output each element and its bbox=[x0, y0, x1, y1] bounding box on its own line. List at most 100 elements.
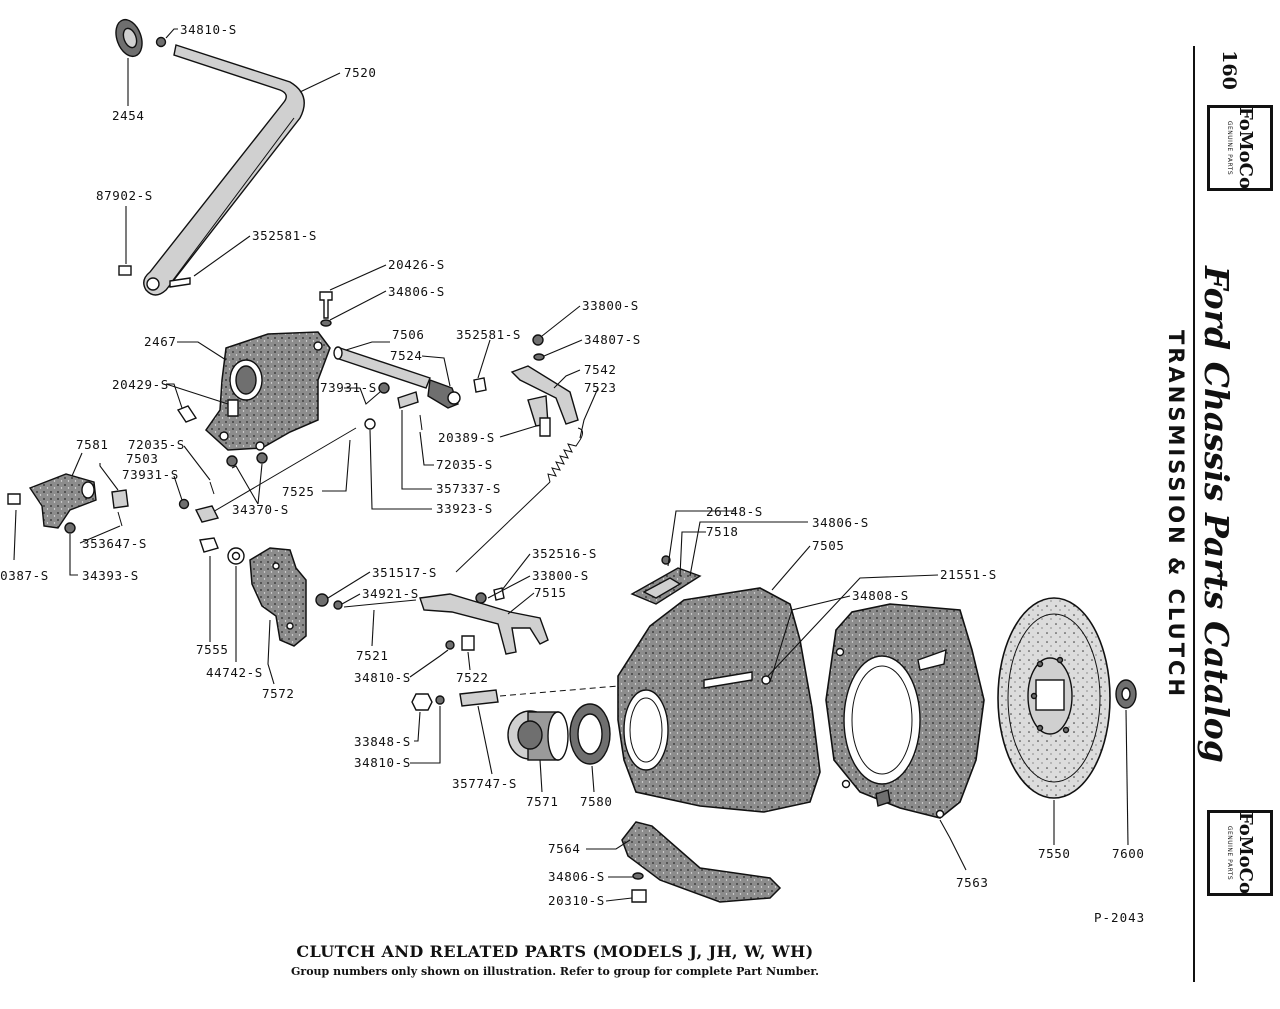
washer-34393-s bbox=[64, 522, 76, 534]
label-7580: 7580 bbox=[580, 794, 613, 809]
catalog-brand-title: Ford Chassis Parts Catalog bbox=[1197, 266, 1236, 763]
release-fork-7515 bbox=[419, 593, 549, 655]
washer-34806-s-lower bbox=[632, 872, 644, 880]
label-20310-s: 20310-S bbox=[548, 893, 605, 908]
pilot-bearing-7600 bbox=[1115, 679, 1137, 709]
clutch-housing-7505 bbox=[617, 587, 821, 813]
bolt-20310-s bbox=[631, 889, 647, 903]
label-21551-s: 21551-S bbox=[940, 567, 997, 582]
pin-73931-s-b bbox=[178, 498, 190, 510]
fomoco-logo-top: FoMoCo GENUINE PARTS bbox=[1207, 105, 1273, 191]
fomoco-logo-bottom: FoMoCo GENUINE PARTS bbox=[1207, 810, 1273, 896]
label-7520: 7520 bbox=[344, 65, 377, 80]
label-352516-s: 352516-S bbox=[532, 546, 597, 561]
label-7581: 7581 bbox=[76, 437, 109, 452]
inspection-pan-7564 bbox=[621, 821, 782, 903]
label-7542: 7542 bbox=[584, 362, 617, 377]
pin-73931-s-a bbox=[378, 382, 390, 394]
label-34393-s: 34393-S bbox=[82, 568, 139, 583]
washer-34921-s bbox=[333, 600, 343, 610]
stud-7555 bbox=[199, 537, 219, 553]
label-34807-s: 34807-S bbox=[584, 332, 641, 347]
cover-plate-7518 bbox=[630, 567, 702, 605]
label-7572: 7572 bbox=[262, 686, 295, 701]
bearing-hub-7571 bbox=[507, 710, 569, 761]
label-33848-s: 33848-S bbox=[354, 734, 411, 749]
spring-7523 bbox=[455, 427, 584, 573]
label-352581-s: 352581-S bbox=[456, 327, 521, 342]
screw-26148-s bbox=[661, 555, 671, 565]
label-7600: 7600 bbox=[1112, 846, 1145, 861]
page-divider-rule bbox=[1193, 46, 1195, 982]
label-20429-s: 20429-S bbox=[112, 377, 169, 392]
section-title: TRANSMISSION & CLUTCH bbox=[1164, 330, 1188, 700]
label-34921-s: 34921-S bbox=[362, 586, 419, 601]
label-351517-s: 351517-S bbox=[372, 565, 437, 580]
label-34808-s: 34808-S bbox=[852, 588, 909, 603]
stud-357747-s bbox=[459, 689, 499, 707]
label-26148-s: 26148-S bbox=[706, 504, 763, 519]
label-2467: 2467 bbox=[144, 334, 177, 349]
label-72035-s: 72035-S bbox=[128, 437, 185, 452]
label-20387-s: 20387-S bbox=[0, 568, 49, 583]
label-20426-s: 20426-S bbox=[388, 257, 445, 272]
bolt-352581-s-lower bbox=[169, 277, 191, 288]
label-34810-s: 34810-S bbox=[180, 22, 237, 37]
nut-33800-s-lower bbox=[475, 592, 487, 604]
release-rod-7525 bbox=[194, 427, 357, 523]
label-7515: 7515 bbox=[534, 585, 567, 600]
pedal-pad-2454 bbox=[115, 18, 143, 58]
label-7518: 7518 bbox=[706, 524, 739, 539]
label-33800-s: 33800-S bbox=[582, 298, 639, 313]
label-7524: 7524 bbox=[390, 348, 423, 363]
plate-code: P-2043 bbox=[1094, 910, 1146, 925]
washer-34810-s-lower bbox=[435, 695, 445, 705]
seal-351517-s bbox=[315, 593, 329, 607]
label-7550: 7550 bbox=[1038, 846, 1071, 861]
washer-34807-s bbox=[533, 353, 545, 361]
label-7563: 7563 bbox=[956, 875, 989, 890]
label-7555: 7555 bbox=[196, 642, 229, 657]
label-87902-s: 87902-S bbox=[96, 188, 153, 203]
pin-72035-s-a bbox=[419, 414, 423, 431]
logo-mark: FoMoCo bbox=[1235, 106, 1256, 190]
cross-shaft-7506 bbox=[333, 346, 431, 389]
label-34806-s: 34806-S bbox=[548, 869, 605, 884]
label-33800-s: 33800-S bbox=[532, 568, 589, 583]
washer-34810-s-mid bbox=[445, 640, 455, 650]
label-357337-s: 357337-S bbox=[436, 481, 501, 496]
label-7505: 7505 bbox=[812, 538, 845, 553]
label-34806-s: 34806-S bbox=[388, 284, 445, 299]
label-34806-s: 34806-S bbox=[812, 515, 869, 530]
page-number: 160 bbox=[1218, 50, 1240, 90]
bolt-20429-s-b bbox=[227, 399, 239, 417]
bolt-20387-s bbox=[7, 493, 21, 505]
label-34370-s: 34370-S bbox=[232, 502, 289, 517]
label-34810-s: 34810-S bbox=[354, 755, 411, 770]
nut-33800-s-upper bbox=[532, 334, 544, 346]
bolt-20429-s-a bbox=[176, 405, 198, 423]
washer-33923-s bbox=[364, 418, 376, 430]
flywheel-housing-7563 bbox=[825, 603, 985, 819]
logo-mark: FoMoCo bbox=[1235, 811, 1256, 895]
stud-alignment-line bbox=[499, 685, 619, 697]
label-7522: 7522 bbox=[456, 670, 489, 685]
label-73931-s: 73931-S bbox=[122, 467, 179, 482]
shaft-bracket-2467 bbox=[205, 331, 331, 451]
sleeve-357337-s bbox=[397, 391, 419, 409]
sleeve-7503 bbox=[111, 489, 129, 509]
clutch-pedal-7520 bbox=[143, 44, 305, 296]
label-33923-s: 33923-S bbox=[436, 501, 493, 516]
bracket-7581 bbox=[28, 473, 97, 529]
bolt-87902-s bbox=[118, 265, 132, 276]
bolt-7522 bbox=[461, 635, 475, 651]
label-7525: 7525 bbox=[282, 484, 315, 499]
label-7523: 7523 bbox=[584, 380, 617, 395]
pedal-bracket-7572 bbox=[249, 547, 307, 647]
label-357747-s: 357747-S bbox=[452, 776, 517, 791]
pin-353647-s bbox=[117, 511, 123, 527]
leader-lines bbox=[13, 28, 1129, 902]
label-44742-s: 44742-S bbox=[206, 665, 263, 680]
release-bearing-7580 bbox=[569, 703, 611, 765]
